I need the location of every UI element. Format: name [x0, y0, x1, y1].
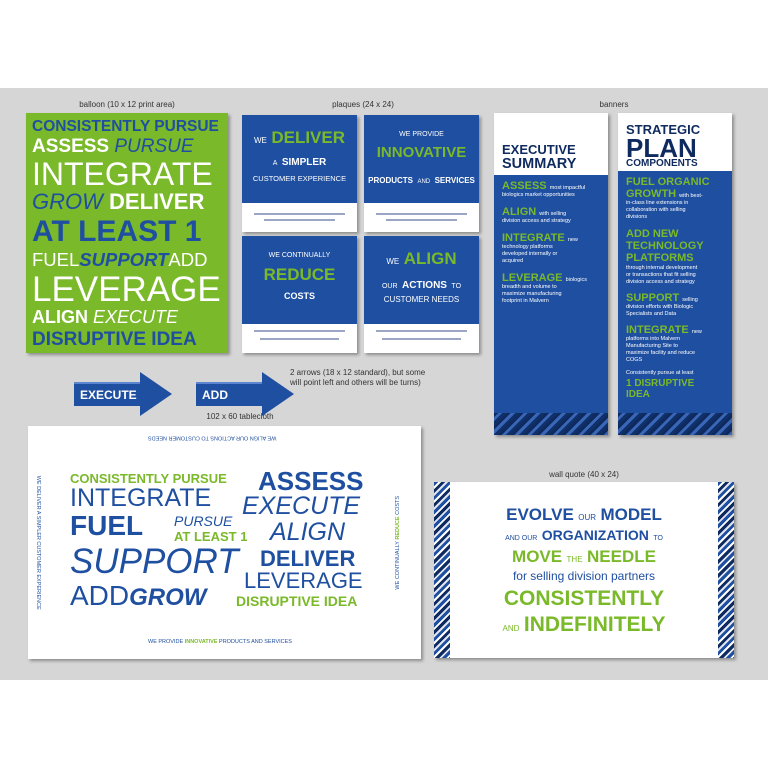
arrow-add-label: ADD [202, 388, 228, 402]
banner-pattern [618, 413, 732, 435]
arrow-add: ADD [196, 372, 294, 416]
arrow-execute: EXECUTE [74, 372, 172, 416]
balloon-line-3: INTEGRATE [32, 156, 213, 192]
balloon-line-9: DISRUPTIVE IDEA [32, 329, 197, 350]
wall-pattern-left [434, 482, 450, 658]
caption-tablecloth: 102 x 60 tablecloth [206, 412, 274, 421]
banner-strategic-plan: STRATEGIC PLAN COMPONENTS FUEL ORGANIC G… [618, 113, 732, 435]
balloon-line-7: LEVERAGE [32, 270, 221, 309]
banner-executive-summary: EXECUTIVE SUMMARY ASSESS most impactful … [494, 113, 608, 435]
plaque-innovative: WE PROVIDE INNOVATIVE PRODUCTS AND SERVI… [364, 115, 479, 232]
caption-balloon: balloon (10 x 12 print area) [79, 100, 175, 109]
arrow-execute-label: EXECUTE [80, 388, 137, 402]
tablecloth: WE ALIGN OUR ACTIONS TO CUSTOMER NEEDS W… [28, 426, 421, 659]
plaque-deliver: WE DELIVER A SIMPLER CUSTOMER EXPERIENCE [242, 115, 357, 232]
caption-wall-quote: wall quote (40 x 24) [549, 470, 619, 479]
balloon-line-1: CONSISTENTLY PURSUE [32, 118, 219, 135]
balloon-line-6: FUELSUPPORTADD [32, 249, 208, 270]
balloon-line-5: AT LEAST 1 [32, 215, 202, 248]
tablecloth-right-text: WE CONTINUALLY REDUCE COSTS [395, 495, 402, 590]
wall-pattern-right [718, 482, 734, 658]
caption-plaques: plaques (24 x 24) [332, 100, 394, 109]
balloon-line-8: ALIGN EXECUTE [32, 307, 179, 327]
banner-pattern [494, 413, 608, 435]
balloon-line-4: GROW DELIVER [32, 189, 205, 214]
balloon-print: CONSISTENTLY PURSUE ASSESS PURSUE INTEGR… [26, 113, 228, 353]
caption-banners: banners [599, 100, 629, 109]
tablecloth-left-text: WE DELIVER A SIMPLER CUSTOMER EXPERIENCE [34, 475, 41, 610]
balloon-line-2: ASSESS PURSUE [32, 136, 194, 157]
plaque-reduce: WE CONTINUALLY REDUCE COSTS [242, 236, 357, 353]
wall-quote: EVOLVE OUR MODEL AND OUR ORGANIZATION TO… [434, 482, 734, 658]
plaque-align: WE ALIGN OUR ACTIONS TO CUSTOMER NEEDS [364, 236, 479, 353]
caption-arrows: 2 arrows (18 x 12 standard), but some wi… [290, 368, 426, 387]
tablecloth-bottom-text: WE PROVIDE INNOVATIVE PRODUCTS AND SERVI… [148, 639, 292, 645]
tablecloth-top-text: WE ALIGN OUR ACTIONS TO CUSTOMER NEEDS [148, 434, 277, 441]
